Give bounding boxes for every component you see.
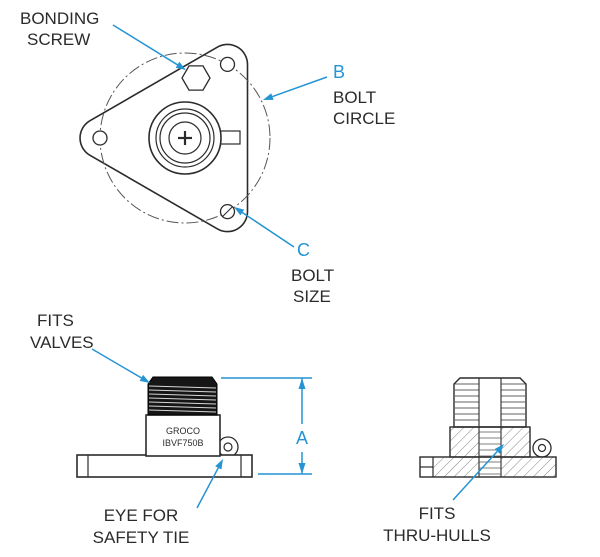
fits-thru-hulls-arrow	[452, 444, 504, 501]
male-thread-lines	[455, 383, 525, 421]
bolt-circle-label-line1: BOLT	[333, 88, 376, 107]
bolt-circle-arrow	[263, 76, 328, 100]
bonding-screw-label-line2: SCREW	[27, 30, 90, 49]
section-eye	[532, 438, 552, 458]
fits-valves-label-line2: VALVES	[30, 333, 94, 352]
eye-arrow	[196, 459, 223, 509]
bore-walls	[478, 378, 502, 477]
fits-valves-label-line1: FITS	[37, 311, 74, 330]
safety-tie-eye	[217, 436, 239, 458]
top-view: BONDING SCREW B BOLT CIRCLE C BOLT SIZE	[20, 9, 395, 306]
bolt-size-ref-letter: C	[297, 240, 310, 260]
bonding-screw-hex-icon	[181, 65, 211, 91]
bolt-size-label-line2: SIZE	[293, 287, 331, 306]
bolt-holes	[92, 56, 236, 220]
internal-thread-lines	[479, 431, 501, 475]
bolt-size-label-line1: BOLT	[291, 266, 334, 285]
bolt-circle-label-line2: CIRCLE	[333, 109, 395, 128]
center-cross-icon	[178, 131, 192, 145]
center-boss	[148, 101, 222, 175]
eye-label-line1: EYE FOR	[104, 506, 179, 525]
dimension-a: A	[221, 377, 312, 475]
fits-thru-hulls-label-line1: FITS	[419, 504, 456, 523]
product-model: IBVF750B	[162, 438, 203, 448]
section-view: FITS THRU-HULLS	[383, 377, 557, 545]
bonding-screw-arrow	[112, 24, 186, 70]
height-dim-ref-letter: A	[296, 428, 308, 448]
product-brand: GROCO	[166, 426, 200, 436]
bolt-size-slash	[222, 206, 233, 217]
flange-base	[76, 454, 253, 478]
boss-tab	[218, 130, 241, 145]
thread-highlight-lines	[148, 385, 217, 413]
bolt-size-arrow	[234, 207, 295, 248]
side-view: GROCO IBVF750B A	[30, 311, 312, 547]
adapter-body	[145, 414, 221, 457]
fits-thru-hulls-label-line2: THRU-HULLS	[383, 526, 491, 545]
bolt-circle-ref-letter: B	[333, 62, 345, 82]
eye-label-line2: SAFETY TIE	[93, 528, 190, 547]
fits-valves-arrow	[91, 348, 150, 383]
section-hatching	[433, 427, 556, 477]
bonding-screw-label-line1: BONDING	[20, 9, 99, 28]
